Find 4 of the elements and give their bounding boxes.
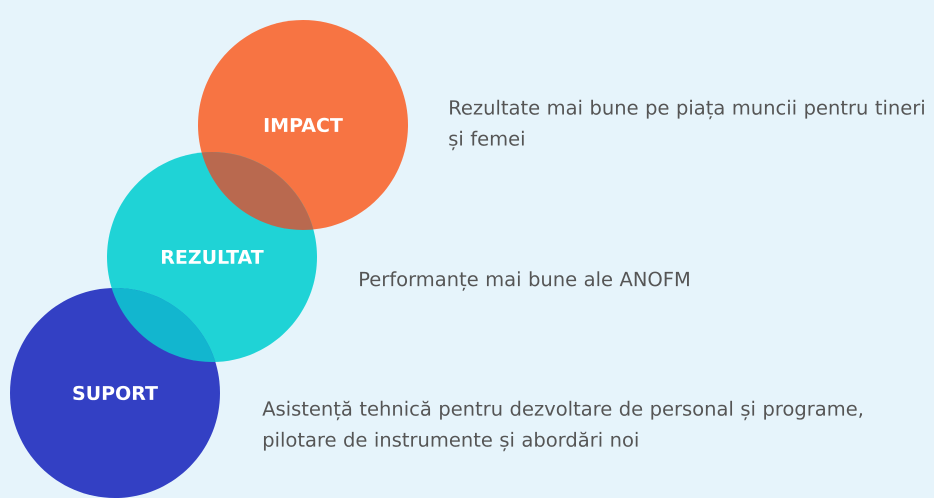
description-text: Performanțe mai bune ale ANOFM — [360, 271, 689, 291]
circle-node: SUPORT — [10, 288, 220, 498]
description-text: Rezultate mai bune pe piața muncii pentru tineri și femei — [449, 100, 924, 150]
description-text: Asistență tehnică pentru dezvoltare de personal și programe, pilotare de instrumente și abordări noi — [262, 400, 862, 452]
